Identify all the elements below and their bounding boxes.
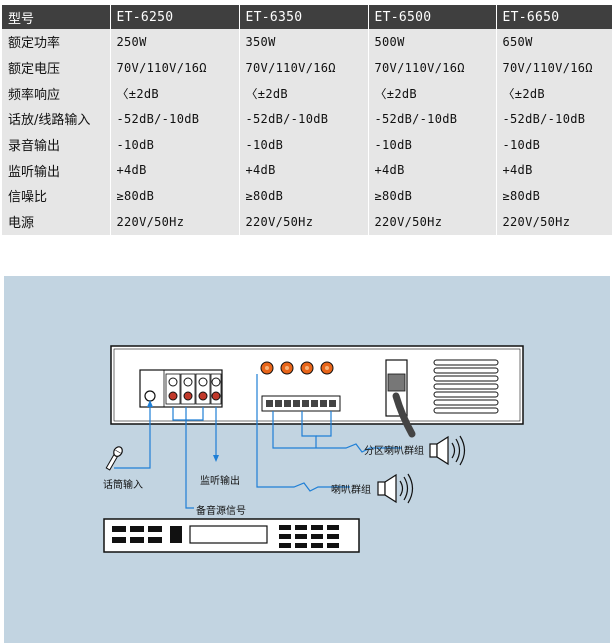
monitor-output-label: 监听输出 bbox=[200, 476, 240, 487]
spec-row-label: 额定功率 bbox=[2, 29, 111, 55]
spec-value: -10dB bbox=[239, 131, 369, 158]
speaker-icon bbox=[377, 473, 414, 504]
spec-header-label: 型号 bbox=[2, 5, 111, 29]
spec-value: -10dB bbox=[110, 131, 240, 158]
connection-diagram: 话筒输入 监听输出 备音源信号 分区喇叭群组 喇叭群组 bbox=[4, 276, 610, 643]
spec-row-label: 录音输出 bbox=[2, 131, 111, 158]
spec-header-row: 型号 ET-6250 ET-6350 ET-6500 ET-6650 bbox=[2, 5, 612, 29]
audio-source-device bbox=[103, 518, 360, 553]
spec-value: +4dB bbox=[239, 157, 369, 184]
spec-value: +4dB bbox=[496, 157, 612, 184]
mic-input-jack bbox=[144, 390, 156, 402]
spec-value: -10dB bbox=[496, 131, 612, 158]
spec-value: -52dB/-10dB bbox=[110, 106, 240, 132]
mic-input-label: 话筒输入 bbox=[103, 480, 143, 491]
spec-value: 70V/110V/16Ω bbox=[239, 54, 369, 81]
orange-knobs bbox=[260, 361, 334, 375]
model-name: ET-6250 bbox=[110, 5, 240, 29]
spec-value: 70V/110V/16Ω bbox=[368, 54, 497, 81]
spec-value: 500W bbox=[368, 29, 497, 55]
zone-speakers-label: 分区喇叭群组 bbox=[364, 446, 424, 457]
spec-value: ≥80dB bbox=[239, 183, 369, 209]
spec-value: 220V/50Hz bbox=[368, 208, 497, 235]
spec-value: ≥80dB bbox=[110, 183, 240, 209]
spec-value: ≥80dB bbox=[496, 183, 612, 209]
spec-row-label: 话放/线路输入 bbox=[2, 106, 111, 132]
microphone-icon bbox=[105, 446, 123, 471]
spec-value: 〈±2dB bbox=[368, 80, 497, 107]
spec-row: 额定功率 250W 350W 500W 650W bbox=[2, 29, 612, 55]
spec-value: 350W bbox=[239, 29, 369, 55]
spec-row: 话放/线路输入 -52dB/-10dB -52dB/-10dB -52dB/-1… bbox=[2, 106, 612, 132]
spec-value: 70V/110V/16Ω bbox=[110, 54, 240, 81]
speaker-group-label: 喇叭群组 bbox=[331, 485, 371, 496]
signal-wires bbox=[114, 374, 402, 509]
spec-value: 〈±2dB bbox=[496, 80, 612, 107]
spec-value: 220V/50Hz bbox=[110, 208, 240, 235]
spec-row: 电源 220V/50Hz 220V/50Hz 220V/50Hz 220V/50… bbox=[2, 208, 612, 235]
source-signal-label: 备音源信号 bbox=[196, 506, 246, 517]
input-terminal-block bbox=[139, 369, 223, 408]
spec-value: -10dB bbox=[368, 131, 497, 158]
spec-value: -52dB/-10dB bbox=[368, 106, 497, 132]
spec-row: 额定电压 70V/110V/16Ω 70V/110V/16Ω 70V/110V/… bbox=[2, 54, 612, 81]
model-name: ET-6650 bbox=[496, 5, 612, 29]
spec-row-label: 电源 bbox=[2, 208, 111, 235]
spec-value: ≥80dB bbox=[368, 183, 497, 209]
spec-row-label: 监听输出 bbox=[2, 157, 111, 184]
spec-row: 信噪比 ≥80dB ≥80dB ≥80dB ≥80dB bbox=[2, 183, 612, 209]
model-name: ET-6350 bbox=[239, 5, 369, 29]
spec-value: -52dB/-10dB bbox=[496, 106, 612, 132]
vent-grille bbox=[433, 359, 499, 414]
speaker-terminal-strip bbox=[261, 395, 341, 412]
speaker-icon bbox=[429, 435, 466, 466]
spec-value: -52dB/-10dB bbox=[239, 106, 369, 132]
spec-table: 型号 ET-6250 ET-6350 ET-6500 ET-6650 额定功率 … bbox=[2, 5, 612, 235]
spec-row-label: 额定电压 bbox=[2, 54, 111, 81]
spec-row-label: 信噪比 bbox=[2, 183, 111, 209]
power-socket bbox=[385, 359, 416, 438]
spec-value: 650W bbox=[496, 29, 612, 55]
line-input-jacks bbox=[168, 377, 221, 401]
spec-value: +4dB bbox=[368, 157, 497, 184]
spec-value: 220V/50Hz bbox=[239, 208, 369, 235]
spec-value: +4dB bbox=[110, 157, 240, 184]
spec-row: 录音输出 -10dB -10dB -10dB -10dB bbox=[2, 131, 612, 158]
connection-diagram-svg bbox=[103, 345, 524, 553]
spec-row: 频率响应 〈±2dB 〈±2dB 〈±2dB 〈±2dB bbox=[2, 80, 612, 107]
spec-value: 220V/50Hz bbox=[496, 208, 612, 235]
spec-row-label: 频率响应 bbox=[2, 80, 111, 107]
spec-value: 250W bbox=[110, 29, 240, 55]
spec-value: 70V/110V/16Ω bbox=[496, 54, 612, 81]
model-name: ET-6500 bbox=[368, 5, 497, 29]
spec-row: 监听输出 +4dB +4dB +4dB +4dB bbox=[2, 157, 612, 184]
spec-value: 〈±2dB bbox=[110, 80, 240, 107]
spec-value: 〈±2dB bbox=[239, 80, 369, 107]
